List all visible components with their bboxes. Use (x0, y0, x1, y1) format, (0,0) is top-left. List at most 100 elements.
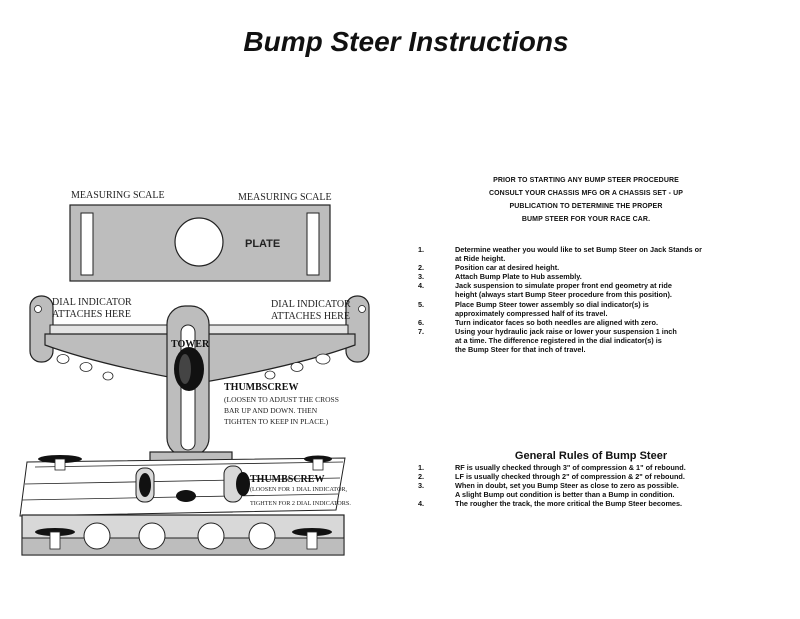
step-item-number: 7. (418, 326, 425, 336)
rule-item: 3. When in doubt, set you Bump Steer as c… (418, 481, 748, 490)
intro-notice: PRIOR TO STARTING ANY BUMP STEER PROCEDU… (466, 174, 706, 226)
rule-item: A slight Bump out condition is better th… (418, 490, 748, 499)
base-edge-line (24, 477, 341, 485)
step-item: 2. Position car at desired height. (418, 263, 748, 272)
step-item-number (418, 345, 455, 354)
base-top-peg-right (312, 458, 324, 471)
step-item-text: Using your hydraulic jack raise or lower… (455, 326, 677, 336)
thumbscrew-lower-note-2: TIGHTEN FOR 2 DIAL INDICATORS. (250, 500, 351, 507)
step-item-text: Position car at desired height. (455, 263, 560, 273)
plate-label: PLATE (245, 238, 281, 250)
instruction-steps: 1. Determine weather you would like to se… (418, 245, 748, 354)
base-front-peg-right (306, 531, 318, 550)
rule-item-text: RF is usually checked through 3" of comp… (455, 463, 686, 472)
step-item: approximately compressed half of its tra… (418, 309, 748, 318)
intro-line: CONSULT YOUR CHASSIS MFG OR A CHASSIS SE… (488, 190, 683, 197)
step-item: 3. Attach Bump Plate to Hub assembly. (418, 272, 748, 281)
rule-item-text: LF is usually checked through 2" of comp… (455, 472, 685, 482)
cross-bar-hole (290, 362, 304, 372)
thumbscrew-lower-knob (236, 472, 250, 496)
rule-item-number: 1. (418, 463, 425, 472)
measuring-scale-right-label: MEASURING SCALE (238, 192, 332, 203)
rule-item-text: When in doubt, set you Bump Steer as clo… (455, 481, 679, 491)
thumbscrew-upper-note-2: BAR UP AND DOWN. THEN (224, 406, 318, 415)
step-item-text: Jack suspension to simulate proper front… (455, 281, 672, 291)
intro-line: PRIOR TO STARTING ANY BUMP STEER PROCEDU… (493, 177, 679, 184)
base-edge-line (34, 461, 344, 468)
rule-item-number: 4. (418, 499, 425, 509)
step-item: 1. Determine weather you would like to se… (418, 245, 748, 254)
cross-bar-hole (102, 371, 114, 381)
thumbscrew-upper-label: THUMBSCREW (224, 382, 299, 393)
step-item-number (418, 254, 455, 263)
dial-indicator-right-label: DIAL INDICATOR (271, 299, 351, 310)
step-item-text: approximately compressed half of its tra… (455, 308, 608, 318)
end-hole-right (358, 305, 366, 313)
step-item-text: Turn indicator faces so both needles are… (455, 317, 659, 327)
step-item-number (418, 309, 455, 318)
step-item-number (418, 290, 455, 299)
step-item: height (always start Bump Steer procedur… (418, 290, 748, 299)
cross-bar-hole (79, 362, 93, 372)
base-top-surface (19, 457, 346, 517)
base-hole (248, 522, 276, 550)
rule-item: 2.LF is usually checked through 2" of co… (418, 472, 748, 481)
thumbscrew-lower-label: THUMBSCREW (250, 474, 325, 485)
rule-item-number (418, 490, 455, 499)
rule-item-text: The rougher the track, the more critical… (455, 499, 683, 509)
base-bottom-rail (21, 537, 345, 556)
step-item-number: 5. (418, 299, 425, 309)
step-item: 4. Jack suspension to simulate proper fro… (418, 281, 748, 290)
step-item-text: at a time. The difference registered in … (455, 335, 662, 345)
measuring-scale-left (80, 212, 94, 276)
step-item: 7. Using your hydraulic jack raise or low… (418, 327, 748, 336)
intro-line: BUMP STEER FOR YOUR RACE CAR. (521, 216, 651, 223)
general-rules-list: 1. RF is usually checked through 3" of co… (418, 463, 748, 508)
end-hole-left (34, 305, 42, 313)
page-title: Bump Steer Instructions (243, 26, 569, 57)
step-item: 6.Turn indicator faces so both needles a… (418, 318, 748, 327)
base-hole (197, 522, 225, 550)
cross-bar-hole (264, 370, 276, 380)
rule-item: 4. The rougher the track, the more critic… (418, 499, 748, 508)
step-item-text: Determine weather you would like to set … (455, 245, 702, 254)
step-item-number: 4. (418, 281, 425, 291)
rule-item-text: A slight Bump out condition is better th… (455, 490, 675, 500)
rule-item: 1. RF is usually checked through 3" of co… (418, 463, 748, 472)
dial-indicator-left-sublabel: ATTACHES HERE (52, 309, 131, 320)
thumbscrew-upper-note-3: TIGHTEN TO KEEP IN PLACE.) (224, 417, 329, 426)
cross-bar-hole (315, 353, 331, 365)
thumbscrew-upper-note-1: (LOOSEN TO ADJUST THE CROSS (224, 395, 339, 404)
dial-indicator-right-sublabel: ATTACHES HERE (271, 311, 350, 322)
step-item-text: the Bump Steer for that inch of travel. (455, 345, 586, 355)
base-front-peg-left (49, 531, 61, 550)
block-knob-left (139, 473, 151, 497)
step-item: at Ride height. (418, 254, 748, 263)
rules-heading: General Rules of Bump Steer (514, 450, 668, 462)
step-item-text: at Ride height. (455, 254, 506, 264)
base-top-peg-left (54, 458, 66, 471)
step-item-number: 3. (418, 272, 425, 282)
step-item-text: Attach Bump Plate to Hub assembly. (455, 272, 582, 282)
step-item-number (418, 336, 455, 345)
rule-item-number: 3. (418, 481, 425, 491)
thumbscrew-upper-knob-highlight (179, 354, 191, 384)
step-item: the Bump Steer for that inch of travel. (418, 345, 748, 354)
intro-line: PUBLICATION TO DETERMINE THE PROPER (509, 203, 663, 210)
block-front-hole (176, 490, 196, 502)
step-item-number: 2. (418, 263, 425, 273)
step-item-text: height (always start Bump Steer procedur… (455, 290, 672, 300)
thumbscrew-lower-note-1: (LOOSEN FOR 1 DIAL INDICATOR, (250, 486, 348, 493)
cross-bar-hole (56, 354, 70, 364)
base-hole (83, 522, 111, 550)
step-item: 5. Place Bump Steer tower assembly so dia… (418, 300, 748, 309)
measuring-scale-left-label: MEASURING SCALE (71, 190, 165, 201)
step-item: at a time. The difference registered in … (418, 336, 748, 345)
plate-hole (174, 217, 224, 267)
base-hole (138, 522, 166, 550)
step-item-number: 1. (418, 245, 425, 254)
step-item-text: Place Bump Steer tower assembly so dial … (455, 299, 649, 309)
tower-label: TOWER (171, 339, 210, 350)
measuring-scale-right (306, 212, 320, 276)
